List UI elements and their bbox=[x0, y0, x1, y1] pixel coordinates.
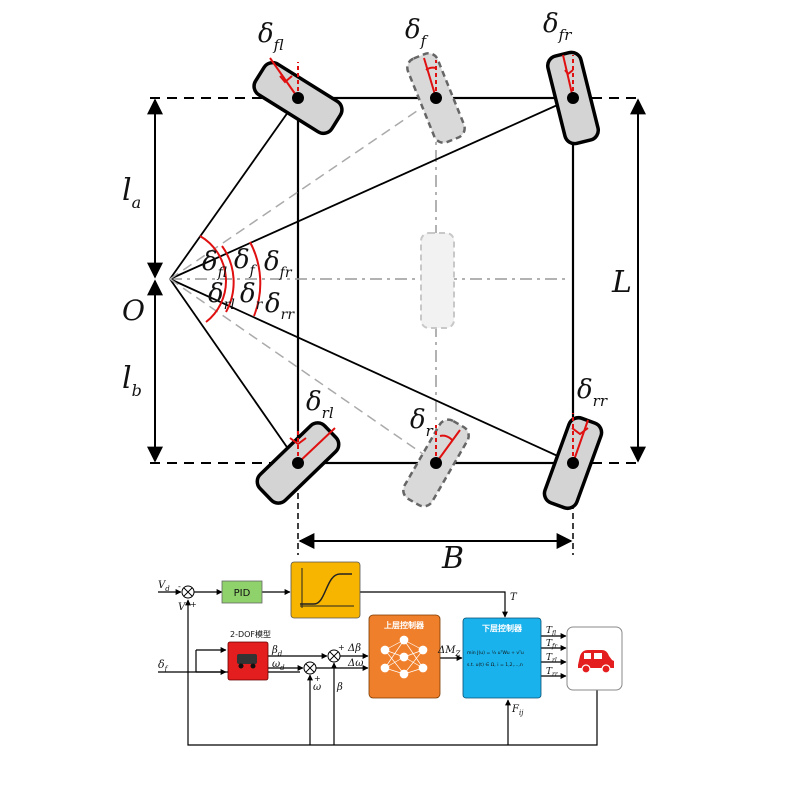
label-Vd: Vd bbox=[158, 580, 170, 593]
saturation-curve bbox=[300, 573, 352, 605]
label-O: O bbox=[122, 294, 145, 327]
label-delta-fl: δfl bbox=[258, 19, 284, 54]
label-plus-speed: + bbox=[190, 600, 197, 609]
label-delta-f-input: δf bbox=[158, 658, 169, 673]
label-delta-f: δf bbox=[405, 15, 429, 50]
label-B: B bbox=[441, 541, 464, 576]
label-delta-r: δr bbox=[410, 405, 434, 440]
virtual-center-wheel bbox=[420, 232, 455, 329]
lower-formula-1: min J(u) = ½ uᵀWu + vᵀu bbox=[467, 649, 524, 656]
label-delta-rr: δrr bbox=[577, 375, 608, 410]
label-d-beta: Δβ bbox=[347, 643, 361, 654]
angle-label-f: δf bbox=[234, 245, 258, 279]
angle-label-r: δr bbox=[240, 279, 264, 313]
label-delta-fr: δfr bbox=[543, 9, 572, 44]
lower-controller-block bbox=[462, 617, 542, 699]
label-dMz: ΔMZ bbox=[437, 645, 460, 658]
wheel-centers bbox=[292, 92, 579, 469]
line-o-rr bbox=[169, 278, 574, 464]
pid-label: PID bbox=[234, 588, 251, 599]
label-omega-d: ωd bbox=[272, 659, 285, 672]
neural-network-icon bbox=[380, 635, 428, 679]
sum-junction-speed bbox=[181, 585, 195, 599]
upper-controller-title: 上层控制器 bbox=[384, 620, 425, 630]
label-beta-feedback: β bbox=[336, 682, 343, 693]
label-Trr: Trr bbox=[546, 667, 559, 678]
angle-label-fr: δfr bbox=[264, 247, 293, 281]
label-minus-speed: - bbox=[178, 582, 181, 591]
sum-junction-omega bbox=[303, 661, 317, 675]
label-la: la bbox=[122, 173, 141, 212]
label-omega-feedback: ω bbox=[313, 682, 321, 693]
label-plus-beta: + bbox=[338, 643, 345, 652]
angle-label-rr: δrr bbox=[265, 289, 295, 323]
line-o-fr bbox=[169, 97, 574, 280]
sum-junction-beta bbox=[327, 649, 341, 663]
label-Tfr: Tfr bbox=[546, 639, 558, 650]
label-plus-omega: + bbox=[314, 674, 321, 683]
pid-block bbox=[221, 580, 263, 604]
label-T: T bbox=[510, 592, 518, 603]
car-icon bbox=[578, 650, 614, 674]
angle-label-fl: δfl bbox=[202, 247, 228, 281]
label-Trl: Trl bbox=[546, 653, 557, 664]
geometry-figure: δfl δf δfr δrl δr δrr la lb O L B δfl δf… bbox=[122, 9, 646, 576]
label-delta-rl: δrl bbox=[306, 387, 334, 422]
angle-arcs bbox=[199, 235, 262, 323]
label-beta-d: βd bbox=[271, 645, 283, 658]
lower-formula-2: s.t. u(t) ∈ Ω, i = 1,2,...,n bbox=[467, 662, 523, 668]
model-title: 2-DOF模型 bbox=[230, 629, 271, 639]
control-block-diagram: PID 2-DOF模型 上层控制器 下层控制器 min J(u) = bbox=[158, 561, 623, 746]
label-Fij: Fij bbox=[511, 704, 524, 717]
steer-angle-marks bbox=[269, 54, 589, 464]
label-V: V bbox=[178, 602, 187, 613]
car-model-icon bbox=[237, 654, 257, 669]
label-d-omega: Δω bbox=[347, 658, 363, 669]
label-Tfl: Tfl bbox=[546, 626, 556, 637]
label-lb: lb bbox=[122, 361, 142, 400]
angle-label-rl: δrl bbox=[208, 279, 235, 313]
line-o-r bbox=[169, 278, 437, 464]
lower-controller-title: 下层控制器 bbox=[482, 623, 523, 633]
line-o-rl bbox=[169, 278, 299, 464]
label-L: L bbox=[611, 265, 632, 300]
line-o-fl bbox=[169, 97, 299, 280]
